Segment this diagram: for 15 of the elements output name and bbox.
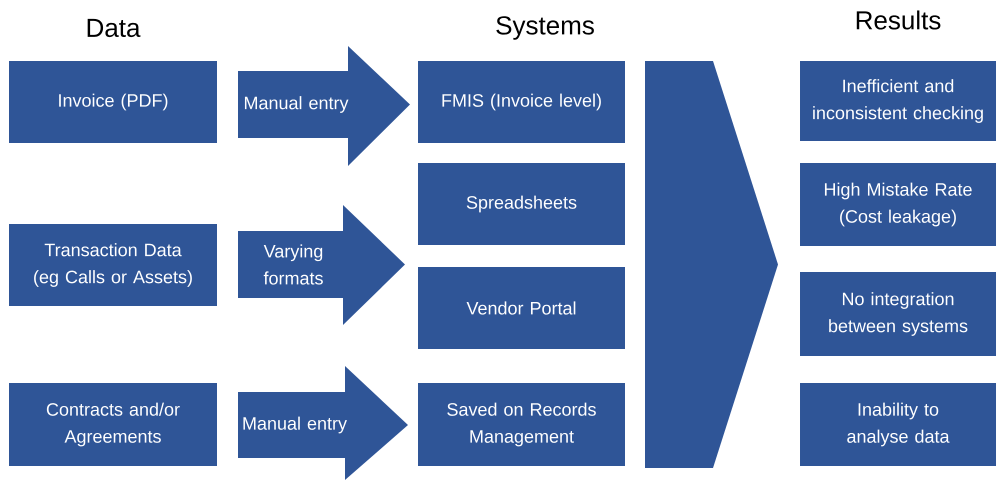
process-box: FMIS (Invoice level) xyxy=(418,61,625,143)
process-box: Vendor Portal xyxy=(418,267,625,349)
chevron-arrow xyxy=(645,61,778,468)
column-heading: Results xyxy=(856,10,940,30)
process-box: Inefficient and inconsistent checking xyxy=(800,61,996,141)
process-box: High Mistake Rate (Cost leakage) xyxy=(800,163,996,246)
process-box: Spreadsheets xyxy=(418,163,625,245)
process-box: Invoice (PDF) xyxy=(9,61,217,143)
process-box: Saved on Records Management xyxy=(418,383,625,466)
process-box: Contracts and/or Agreements xyxy=(9,383,217,466)
process-box: Transaction Data (eg Calls or Assets) xyxy=(9,224,217,306)
process-box: No integration between systems xyxy=(800,272,996,356)
process-box: Inability to analyse data xyxy=(800,383,996,466)
column-heading: Data xyxy=(88,18,140,38)
column-heading: Systems xyxy=(496,16,594,40)
